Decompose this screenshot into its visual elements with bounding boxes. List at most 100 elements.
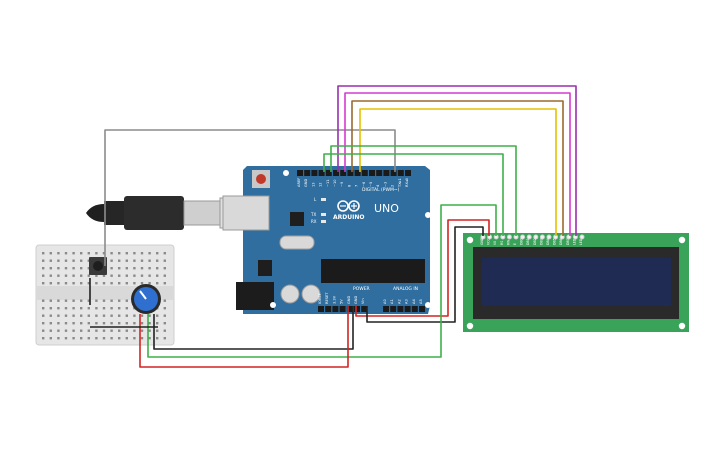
breadboard-hole[interactable] bbox=[95, 299, 98, 302]
breadboard-hole[interactable] bbox=[148, 322, 151, 325]
breadboard-hole[interactable] bbox=[57, 307, 60, 310]
digital-pin[interactable] bbox=[390, 170, 397, 176]
breadboard-hole[interactable] bbox=[87, 307, 90, 310]
breadboard-hole[interactable] bbox=[125, 274, 128, 277]
breadboard-hole[interactable] bbox=[156, 322, 159, 325]
breadboard-hole[interactable] bbox=[80, 314, 83, 317]
breadboard-hole[interactable] bbox=[156, 274, 159, 277]
breadboard-hole[interactable] bbox=[133, 267, 136, 270]
breadboard-hole[interactable] bbox=[64, 274, 68, 277]
breadboard-hole[interactable] bbox=[80, 259, 83, 262]
breadboard-hole[interactable] bbox=[64, 314, 68, 317]
breadboard-hole[interactable] bbox=[72, 282, 75, 285]
analog-pin-header[interactable] bbox=[383, 306, 425, 312]
breadboard-hole[interactable] bbox=[110, 252, 113, 255]
breadboard-hole[interactable] bbox=[118, 259, 121, 262]
breadboard-hole[interactable] bbox=[148, 314, 151, 317]
wire-brown[interactable] bbox=[351, 100, 564, 236]
digital-pin[interactable] bbox=[397, 170, 404, 176]
breadboard-hole[interactable] bbox=[72, 337, 75, 340]
breadboard-hole[interactable] bbox=[163, 259, 166, 262]
breadboard-hole[interactable] bbox=[125, 314, 128, 317]
breadboard-hole[interactable] bbox=[80, 267, 83, 270]
breadboard-hole[interactable] bbox=[72, 274, 75, 277]
breadboard-hole[interactable] bbox=[148, 252, 151, 255]
breadboard-hole[interactable] bbox=[72, 252, 75, 255]
breadboard-hole[interactable] bbox=[49, 337, 52, 340]
breadboard-hole[interactable] bbox=[95, 252, 98, 255]
breadboard-hole[interactable] bbox=[156, 252, 159, 255]
breadboard-hole[interactable] bbox=[110, 282, 113, 285]
breadboard-hole[interactable] bbox=[72, 299, 75, 302]
breadboard-hole[interactable] bbox=[42, 299, 45, 302]
breadboard-hole[interactable] bbox=[118, 329, 121, 332]
breadboard-hole[interactable] bbox=[118, 252, 121, 255]
digital-pin[interactable] bbox=[347, 170, 354, 176]
breadboard-hole[interactable] bbox=[80, 299, 83, 302]
wire-purple[interactable] bbox=[337, 85, 577, 236]
breadboard-hole[interactable] bbox=[102, 337, 106, 340]
breadboard-hole[interactable] bbox=[156, 337, 159, 340]
breadboard-hole[interactable] bbox=[87, 299, 90, 302]
analog-pin[interactable] bbox=[390, 306, 397, 312]
breadboard-hole[interactable] bbox=[64, 267, 68, 270]
breadboard-hole[interactable] bbox=[64, 252, 68, 255]
breadboard-hole[interactable] bbox=[163, 267, 166, 270]
breadboard-hole[interactable] bbox=[140, 274, 144, 277]
breadboard-hole[interactable] bbox=[95, 337, 98, 340]
breadboard-hole[interactable] bbox=[49, 299, 52, 302]
breadboard-hole[interactable] bbox=[125, 307, 128, 310]
power-pin[interactable] bbox=[346, 306, 353, 312]
breadboard-hole[interactable] bbox=[42, 322, 45, 325]
breadboard-hole[interactable] bbox=[133, 314, 136, 317]
breadboard-hole[interactable] bbox=[140, 252, 144, 255]
breadboard-hole[interactable] bbox=[95, 314, 98, 317]
lcd-pin[interactable] bbox=[520, 234, 526, 240]
breadboard-hole[interactable] bbox=[110, 299, 113, 302]
lcd-pin[interactable] bbox=[579, 234, 585, 240]
breadboard-hole[interactable] bbox=[148, 259, 151, 262]
breadboard-hole[interactable] bbox=[148, 267, 151, 270]
breadboard-hole[interactable] bbox=[118, 282, 121, 285]
lcd-pin[interactable] bbox=[533, 234, 539, 240]
breadboard-hole[interactable] bbox=[133, 337, 136, 340]
breadboard-hole[interactable] bbox=[148, 282, 151, 285]
breadboard-hole[interactable] bbox=[110, 267, 113, 270]
power-pin[interactable] bbox=[318, 306, 324, 312]
breadboard-hole[interactable] bbox=[140, 337, 144, 340]
breadboard-hole[interactable] bbox=[163, 329, 166, 332]
digital-pin[interactable] bbox=[311, 170, 318, 176]
breadboard-hole[interactable] bbox=[140, 259, 144, 262]
breadboard-hole[interactable] bbox=[57, 282, 60, 285]
wire-black-lcd[interactable] bbox=[366, 226, 484, 323]
breadboard-hole[interactable] bbox=[163, 274, 166, 277]
breadboard-hole[interactable] bbox=[102, 299, 106, 302]
breadboard-hole[interactable] bbox=[72, 329, 75, 332]
breadboard-hole[interactable] bbox=[133, 274, 136, 277]
breadboard-hole[interactable] bbox=[80, 322, 83, 325]
arduino-uno-board[interactable]: L TX RX ARDUINO UNO DIGITAL (PWM~) POWER… bbox=[222, 166, 431, 314]
breadboard-hole[interactable] bbox=[110, 274, 113, 277]
lcd-pin[interactable] bbox=[526, 234, 532, 240]
breadboard-hole[interactable] bbox=[49, 314, 52, 317]
breadboard-hole[interactable] bbox=[87, 252, 90, 255]
analog-pin[interactable] bbox=[411, 306, 418, 312]
breadboard-hole[interactable] bbox=[163, 282, 166, 285]
breadboard-hole[interactable] bbox=[87, 337, 90, 340]
breadboard-hole[interactable] bbox=[42, 307, 45, 310]
breadboard-hole[interactable] bbox=[156, 282, 159, 285]
analog-pin[interactable] bbox=[397, 306, 404, 312]
breadboard-hole[interactable] bbox=[57, 274, 60, 277]
breadboard-hole[interactable] bbox=[133, 329, 136, 332]
breadboard-hole[interactable] bbox=[102, 274, 106, 277]
breadboard-hole[interactable] bbox=[87, 267, 90, 270]
breadboard-hole[interactable] bbox=[42, 282, 45, 285]
breadboard-hole[interactable] bbox=[95, 322, 98, 325]
breadboard-hole[interactable] bbox=[163, 307, 166, 310]
digital-pin[interactable] bbox=[325, 170, 332, 176]
breadboard-hole[interactable] bbox=[125, 259, 128, 262]
breadboard-hole[interactable] bbox=[118, 322, 121, 325]
breadboard-hole[interactable] bbox=[133, 259, 136, 262]
breadboard-hole[interactable] bbox=[64, 259, 68, 262]
